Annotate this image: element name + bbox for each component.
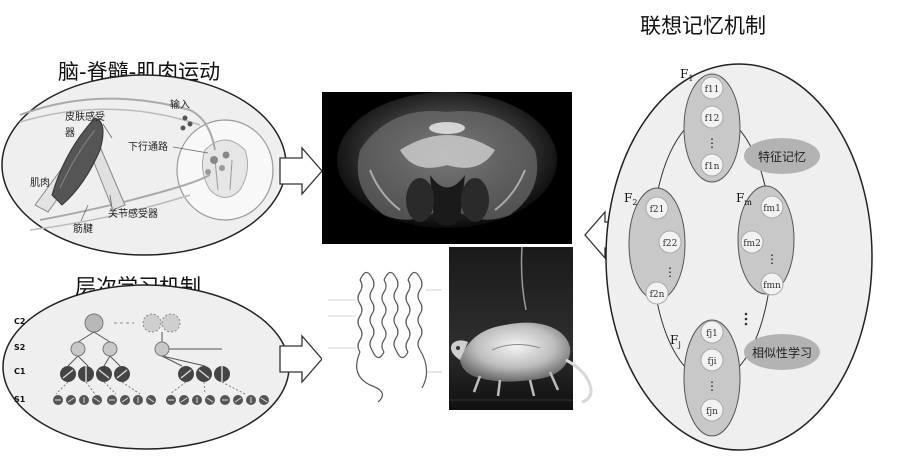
label-input: 输入	[170, 98, 190, 111]
group-label-f1: F1	[680, 67, 693, 83]
arrow-spinal-to-brain	[279, 146, 323, 196]
feature-memory-label: 特征记忆	[758, 149, 806, 164]
node-fm2: fm2	[743, 239, 761, 249]
label-skin-receptor-2: 器	[65, 127, 75, 139]
rat-model-image	[449, 246, 593, 410]
node-fji: fji	[708, 357, 717, 367]
level-label-s1: S1	[14, 395, 26, 404]
group-fj: fj1 fji ⋮ fjn Fj	[670, 319, 741, 437]
s2-node	[70, 341, 86, 357]
group-fm: fm1 fm2 ⋮ fmn Fm	[736, 185, 795, 296]
spinal-panel: 输入 皮肤感受 器 下行通路 肌肉 关节感受器 筋腱	[1, 74, 287, 256]
node-fj1: fj1	[706, 329, 718, 339]
node-f12: f12	[705, 114, 720, 124]
group-f1: f11 f12 ⋮ f1n F1	[680, 67, 741, 183]
level-label-s2: S2	[14, 343, 25, 352]
node-f11: f11	[705, 85, 720, 95]
hierarchy-panel: C2 S2 C1 S1	[2, 284, 290, 450]
memory-title: 联想记忆机制	[640, 14, 766, 38]
node-f22: f22	[663, 239, 678, 249]
feature-memory-badge	[744, 138, 820, 174]
arrow-hierarchy-to-neuro	[279, 334, 323, 384]
node-f2-ellipsis: ⋮	[664, 265, 676, 279]
label-joint-receptor: 关节感受器	[108, 207, 158, 220]
node-f2n: f2n	[650, 290, 665, 300]
node-f1-ellipsis: ⋮	[706, 136, 718, 150]
similarity-learning-badge	[744, 334, 820, 370]
node-fjn: fjn	[706, 407, 718, 417]
c1-group-left	[60, 366, 130, 382]
s1-row	[53, 395, 269, 405]
group-label-f2: F2	[624, 191, 637, 207]
group-label-fj: Fj	[670, 333, 681, 349]
brain-mri-image	[322, 92, 572, 244]
c1-group-right	[178, 366, 230, 382]
label-skin-receptor-1: 皮肤感受	[65, 110, 105, 123]
group-label-fm: Fm	[736, 191, 752, 207]
node-fm1: fm1	[763, 204, 781, 214]
level-label-c1: C1	[14, 367, 26, 376]
node-f1n: f1n	[705, 162, 720, 172]
protein-structure-image	[322, 250, 446, 410]
memory-panel: f11 f12 ⋮ f1n F1 f21 f22 ⋮ f2n F2 fm1 fm…	[605, 63, 873, 451]
label-muscle: 肌肉	[30, 176, 50, 189]
similarity-learning-label: 相似性学习	[752, 345, 812, 360]
hierarchy-ellipse	[2, 284, 290, 450]
level-label-c2: C2	[14, 317, 25, 326]
s2-node	[102, 341, 118, 357]
c2-node-dashed	[161, 313, 181, 333]
node-fm-ellipsis: ⋮	[766, 252, 778, 266]
ring-ellipsis	[744, 312, 748, 326]
node-f21: f21	[650, 205, 665, 215]
c2-node-dashed	[142, 313, 162, 333]
label-tendon: 筋腱	[73, 222, 93, 235]
label-descending-path: 下行通路	[128, 140, 168, 153]
muscle-shape	[51, 117, 104, 206]
c2-node	[84, 313, 104, 333]
group-f2: f21 f22 ⋮ f2n F2	[624, 187, 686, 305]
node-fj-ellipsis: ⋮	[706, 379, 718, 393]
node-fmn: fmn	[763, 281, 781, 291]
s2-node	[154, 341, 170, 357]
